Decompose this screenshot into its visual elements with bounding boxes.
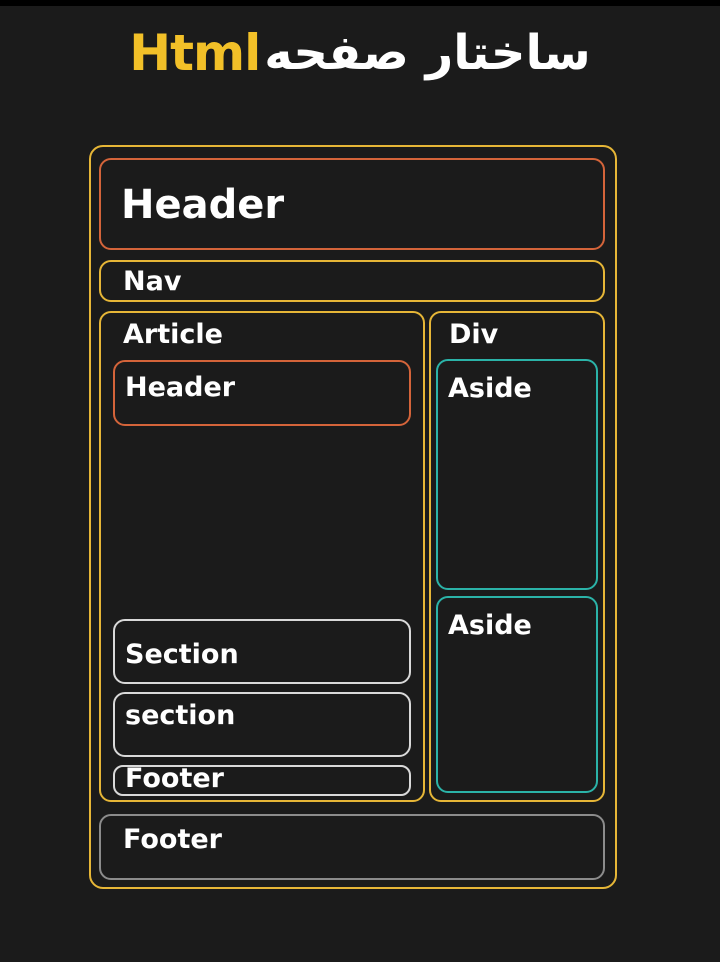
section-label-2: section bbox=[125, 700, 236, 731]
diagram-title: Html ساختار صفحه bbox=[0, 18, 720, 88]
page-footer-box: Footer bbox=[99, 814, 605, 880]
aside-label-2: Aside bbox=[448, 610, 532, 641]
aside-label-1: Aside bbox=[448, 373, 532, 404]
section-label-1: Section bbox=[125, 639, 239, 670]
nav-box: Nav bbox=[99, 260, 605, 302]
page-header-box: Header bbox=[99, 158, 605, 250]
div-label: Div bbox=[449, 319, 499, 350]
article-label: Article bbox=[123, 319, 223, 350]
nav-label: Nav bbox=[123, 266, 182, 297]
div-box: Div bbox=[429, 311, 605, 802]
page-footer-label: Footer bbox=[123, 824, 222, 855]
article-box: Article bbox=[99, 311, 425, 802]
article-header-label: Header bbox=[125, 372, 236, 403]
aside-box-1: Aside bbox=[436, 359, 598, 590]
title-persian: ساختار صفحه bbox=[264, 25, 591, 81]
section-box-2: section bbox=[113, 692, 411, 757]
page-container bbox=[89, 145, 617, 889]
article-header-box: Header bbox=[113, 360, 411, 426]
section-box-1: Section bbox=[113, 619, 411, 684]
article-footer-label: Footer bbox=[125, 763, 224, 794]
aside-box-2: Aside bbox=[436, 596, 598, 793]
page-header-label: Header bbox=[121, 182, 285, 228]
title-latin: Html bbox=[129, 24, 261, 82]
top-edge-bar bbox=[0, 0, 720, 6]
article-footer-box: Footer bbox=[113, 763, 411, 796]
